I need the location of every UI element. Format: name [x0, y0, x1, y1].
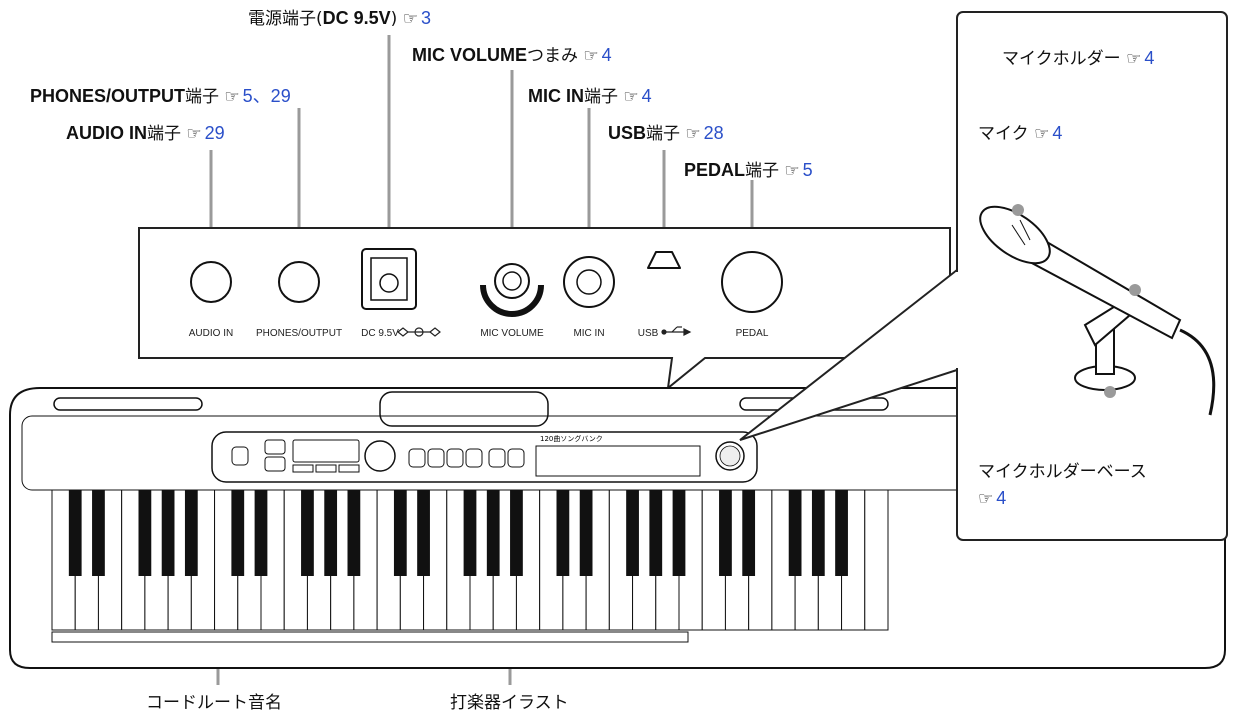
black-key: [347, 490, 361, 576]
jack-label-dc: DC 9.5V: [361, 328, 399, 339]
ref-icon: ☞: [784, 161, 800, 181]
black-key: [138, 490, 152, 576]
black-key: [486, 490, 500, 576]
usb-port: [647, 251, 681, 269]
label-phones-bold: PHONES/OUTPUT: [30, 86, 186, 106]
label-mic: マイク ☞4: [978, 123, 1062, 144]
black-key: [719, 490, 732, 576]
page-link-phones[interactable]: 5、29: [242, 86, 291, 106]
ref-icon: ☞: [1126, 49, 1142, 69]
black-key: [92, 490, 105, 576]
black-key: [417, 490, 430, 576]
label-mic-volume-bold: MIC VOLUME: [412, 45, 527, 65]
page-link-mic[interactable]: 4: [1052, 123, 1063, 143]
black-key: [393, 490, 407, 576]
black-key: [788, 490, 802, 576]
black-key: [161, 490, 175, 576]
phones-output-jack: [278, 261, 320, 303]
label-audio-in-post: 端子: [147, 124, 181, 144]
label-mic-volume-post: つまみ: [527, 46, 578, 66]
label-audio-in-bold: AUDIO IN: [66, 123, 147, 143]
ref-icon: ☞: [402, 9, 418, 29]
label-usb: USB端子 ☞28: [608, 123, 724, 144]
ref-icon: ☞: [1034, 124, 1050, 144]
page-link-mic-volume[interactable]: 4: [601, 45, 612, 65]
label-mic-text: マイク: [978, 124, 1029, 144]
label-phones: PHONES/OUTPUT端子 ☞5、29: [30, 86, 291, 107]
page-link-pedal[interactable]: 5: [802, 160, 813, 180]
label-dc: 電源端子(DC 9.5V) ☞3: [248, 8, 431, 29]
label-audio-in: AUDIO IN端子 ☞29: [66, 123, 225, 144]
ref-icon: ☞: [685, 124, 701, 144]
label-pedal-bold: PEDAL: [684, 160, 746, 180]
black-key: [556, 490, 570, 576]
microphone: [979, 205, 1216, 416]
black-key: [626, 490, 639, 576]
label-pedal: PEDAL端子 ☞5: [684, 160, 813, 181]
black-key: [742, 490, 756, 576]
audio-in-jack: [190, 261, 232, 303]
label-mic-in-bold: MIC IN: [528, 86, 584, 106]
jack-label-pedal: PEDAL: [736, 328, 769, 339]
ref-icon: ☞: [978, 489, 994, 509]
page-link-dc[interactable]: 3: [420, 8, 431, 28]
label-mic-in: MIC IN端子 ☞4: [528, 86, 652, 107]
black-key: [649, 490, 663, 576]
black-key: [68, 490, 82, 576]
black-key: [510, 490, 523, 576]
black-key: [672, 490, 686, 576]
usb-icon: [661, 326, 692, 336]
label-percussion: 打楽器イラスト: [450, 693, 569, 713]
black-key: [254, 490, 268, 576]
page-link-mic-holder[interactable]: 4: [1144, 48, 1155, 68]
label-chord-root: コードルート音名: [146, 693, 282, 713]
ref-icon: ☞: [224, 87, 240, 107]
jack-label-audio-in: AUDIO IN: [189, 328, 233, 339]
label-pedal-post: 端子: [745, 161, 780, 181]
songbank-label: 120曲ソングバンク: [540, 434, 603, 443]
black-key: [811, 490, 825, 576]
label-mic-holder: マイクホルダー ☞4: [1002, 48, 1154, 69]
black-key: [324, 490, 338, 576]
black-key: [231, 490, 245, 576]
label-mic-holder-base-ref: ☞4: [978, 488, 1006, 509]
page-link-mic-in[interactable]: 4: [641, 86, 652, 106]
label-usb-bold: USB: [608, 123, 647, 143]
label-dc-bold: DC 9.5V: [322, 8, 391, 28]
jack-label-mic-in: MIC IN: [573, 328, 604, 339]
percussion-strip: [51, 631, 689, 643]
black-key: [835, 490, 848, 576]
mic-volume-knob: [480, 263, 544, 317]
page-link-usb[interactable]: 28: [703, 123, 724, 143]
page-link-mic-holder-base[interactable]: 4: [996, 488, 1007, 508]
ref-icon: ☞: [583, 46, 599, 66]
jack-panel-callout: [138, 227, 951, 391]
ref-icon: ☞: [186, 124, 202, 144]
black-key: [184, 490, 198, 576]
label-mic-holder-text: マイクホルダー: [1002, 49, 1121, 69]
white-key: [864, 489, 889, 631]
mic-in-jack: [563, 256, 615, 308]
jack-label-phones: PHONES/OUTPUT: [256, 328, 342, 339]
jack-label-mic-volume: MIC VOLUME: [480, 328, 544, 339]
label-mic-holder-base: マイクホルダーベース: [978, 462, 1147, 482]
label-usb-post: 端子: [646, 124, 681, 144]
black-key: [579, 490, 593, 576]
black-key: [463, 490, 477, 576]
polarity-icon: [397, 327, 441, 337]
dc-jack: [361, 248, 417, 310]
label-mic-volume: MIC VOLUMEつまみ ☞4: [412, 45, 612, 66]
label-dc-post: ): [390, 9, 398, 29]
page-link-audio-in[interactable]: 29: [204, 123, 225, 143]
ref-icon: ☞: [623, 87, 639, 107]
pedal-jack: [721, 251, 783, 313]
label-phones-post: 端子: [185, 87, 220, 107]
jack-label-usb: USB: [638, 328, 659, 339]
keys: [51, 489, 889, 631]
label-mic-in-post: 端子: [584, 87, 618, 107]
black-key: [301, 490, 314, 576]
label-dc-pre: 電源端子(: [248, 9, 323, 29]
